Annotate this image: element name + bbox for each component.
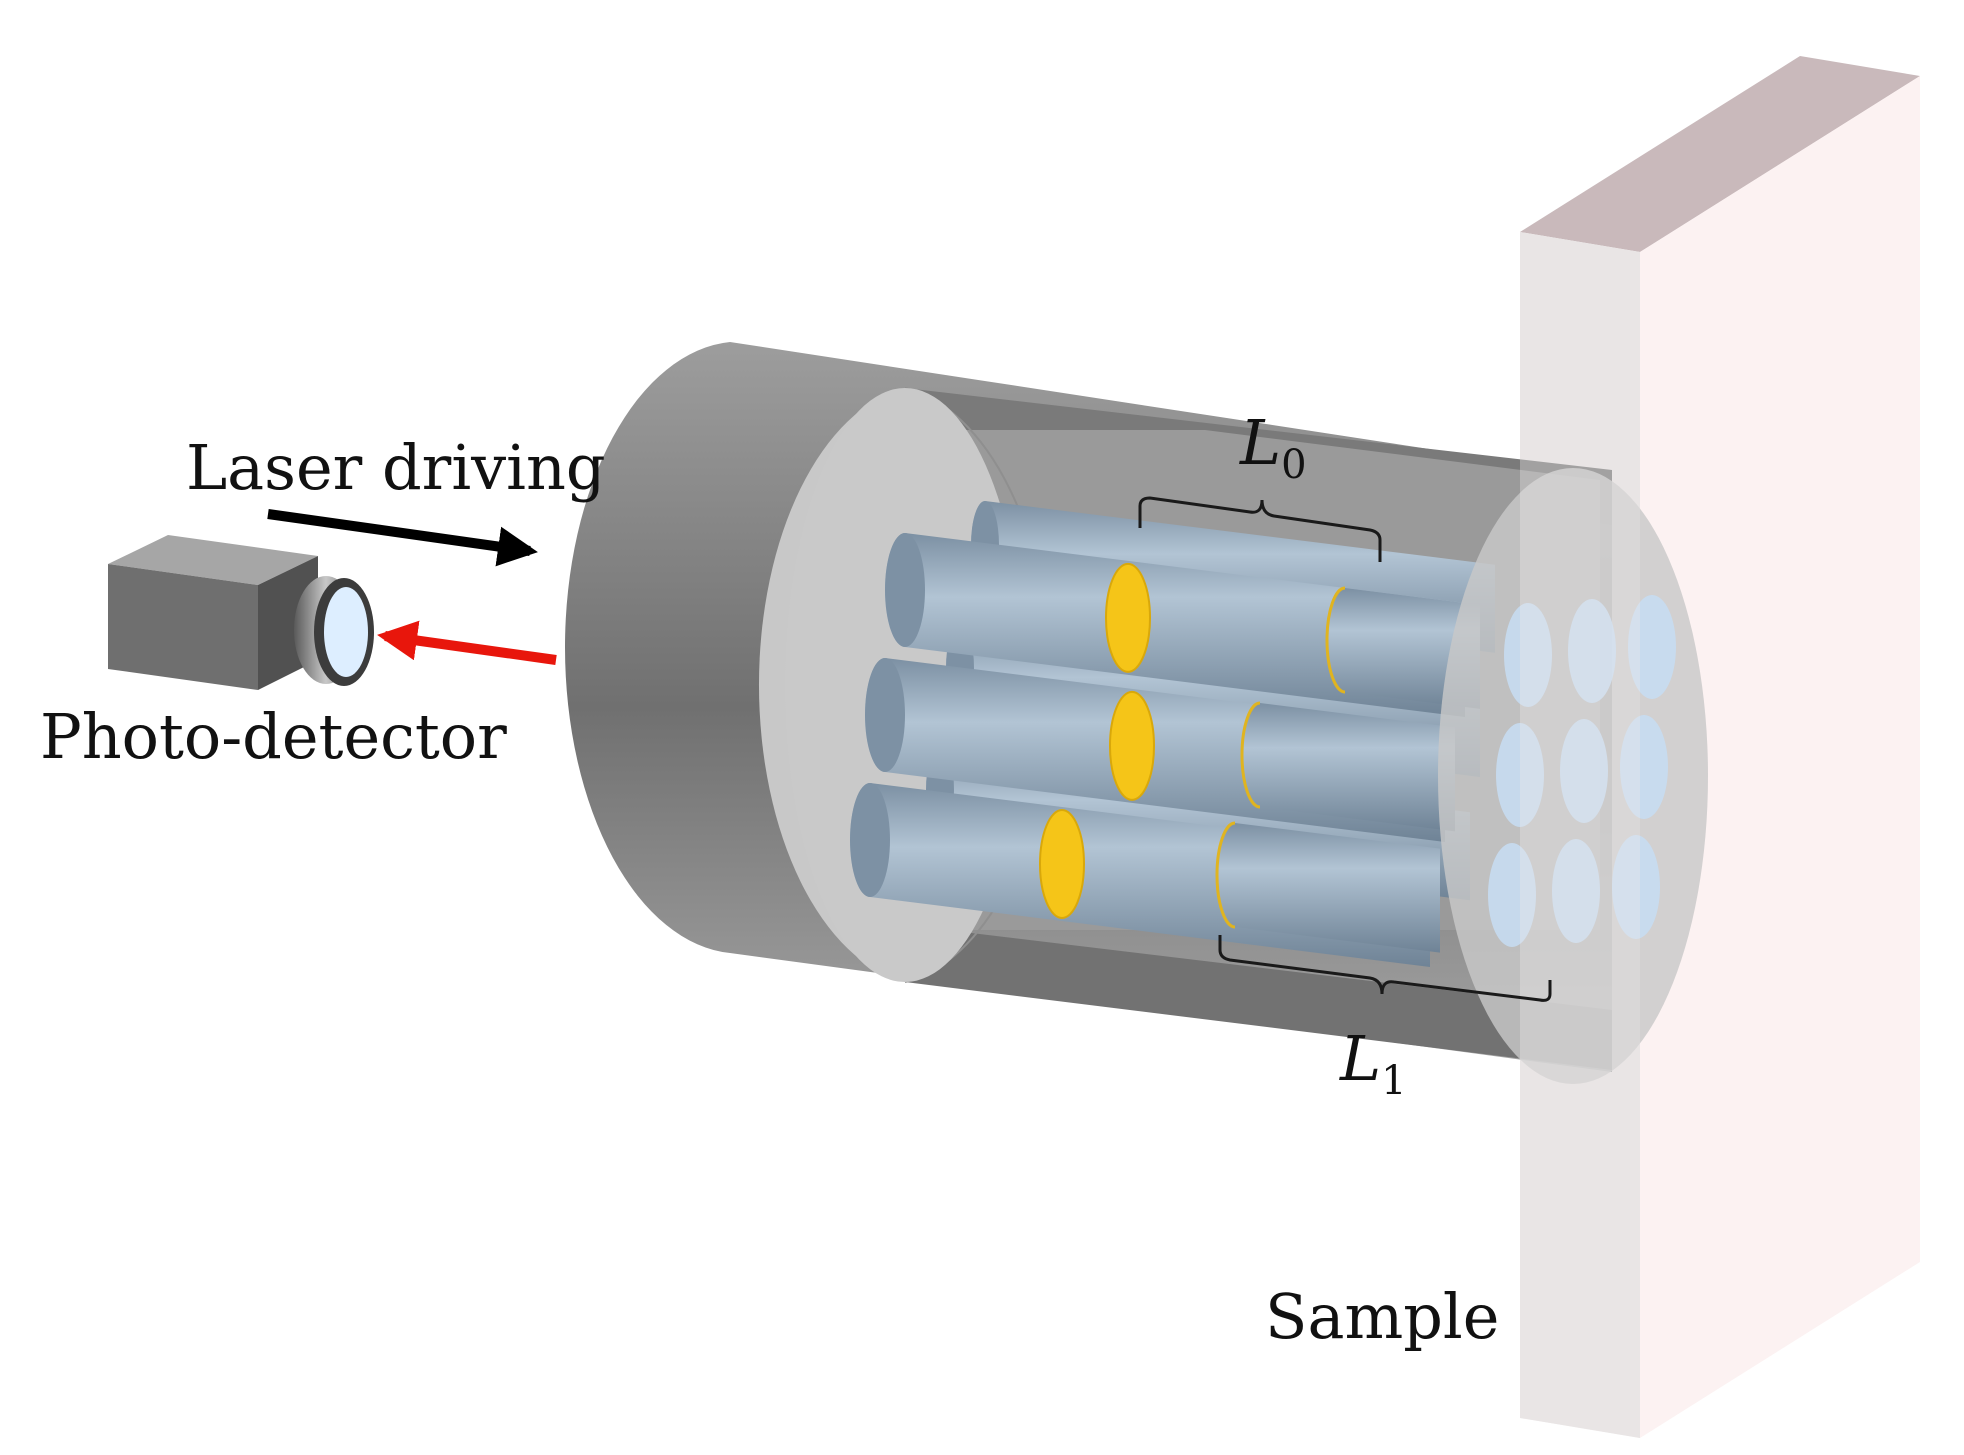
gold-disc-rim [1325,586,1346,694]
laser-driving-label: Laser driving [186,431,606,504]
arrow-left-icon [377,620,557,665]
detector-front [108,564,258,690]
l0-label: L0 [1240,412,1307,486]
fiber-cylinder-end [865,658,905,772]
fiber-window [1620,715,1668,819]
fiber-cylinder-end [850,783,890,897]
fiber-window [1628,595,1676,699]
fiber-window [1612,835,1660,939]
l1-subscript: 1 [1381,1058,1407,1104]
window-grid [1488,595,1676,947]
l0-subscript: 0 [1281,442,1307,488]
photo-detector-label: Photo-detector [40,700,507,773]
sample-side [1640,76,1920,1438]
fiber-cylinder-segment [1217,823,1440,953]
detector-top [108,535,318,585]
fiber-window [1488,843,1536,947]
fiber-cylinder-end [885,533,925,647]
fiber-cylinder-segment [1327,588,1480,709]
housing-inner-bottom [905,925,1612,1070]
fiber-window [1560,719,1608,823]
gold-disc [1109,690,1155,801]
brace-l1 [1218,935,1552,1002]
sample-label: Sample [1265,1280,1500,1353]
l1-symbol: L [1340,1022,1382,1095]
camera-icon [108,535,374,690]
arrow-right-icon [267,509,538,567]
gold-disc-rim [1215,821,1236,929]
l0-symbol: L [1240,406,1282,479]
fiber-cylinder-segment [1242,703,1455,832]
gold-disc [1105,562,1151,673]
fiber-window [1504,603,1552,707]
l1-label: L1 [1340,1028,1407,1102]
fiber-window [1552,839,1600,943]
fiber-window [1496,723,1544,827]
fiber-cylinder [885,533,1465,717]
sample-front-overlay [1520,232,1640,1438]
gold-disc [1039,809,1085,919]
detector-lens [324,587,368,677]
brace-l0 [1138,496,1382,562]
gold-disc-rim [1240,701,1261,809]
sample-top [1520,56,1920,252]
housing-back-face [1438,468,1708,1084]
fiber-window [1568,599,1616,703]
fiber-cylinders [850,501,1495,967]
